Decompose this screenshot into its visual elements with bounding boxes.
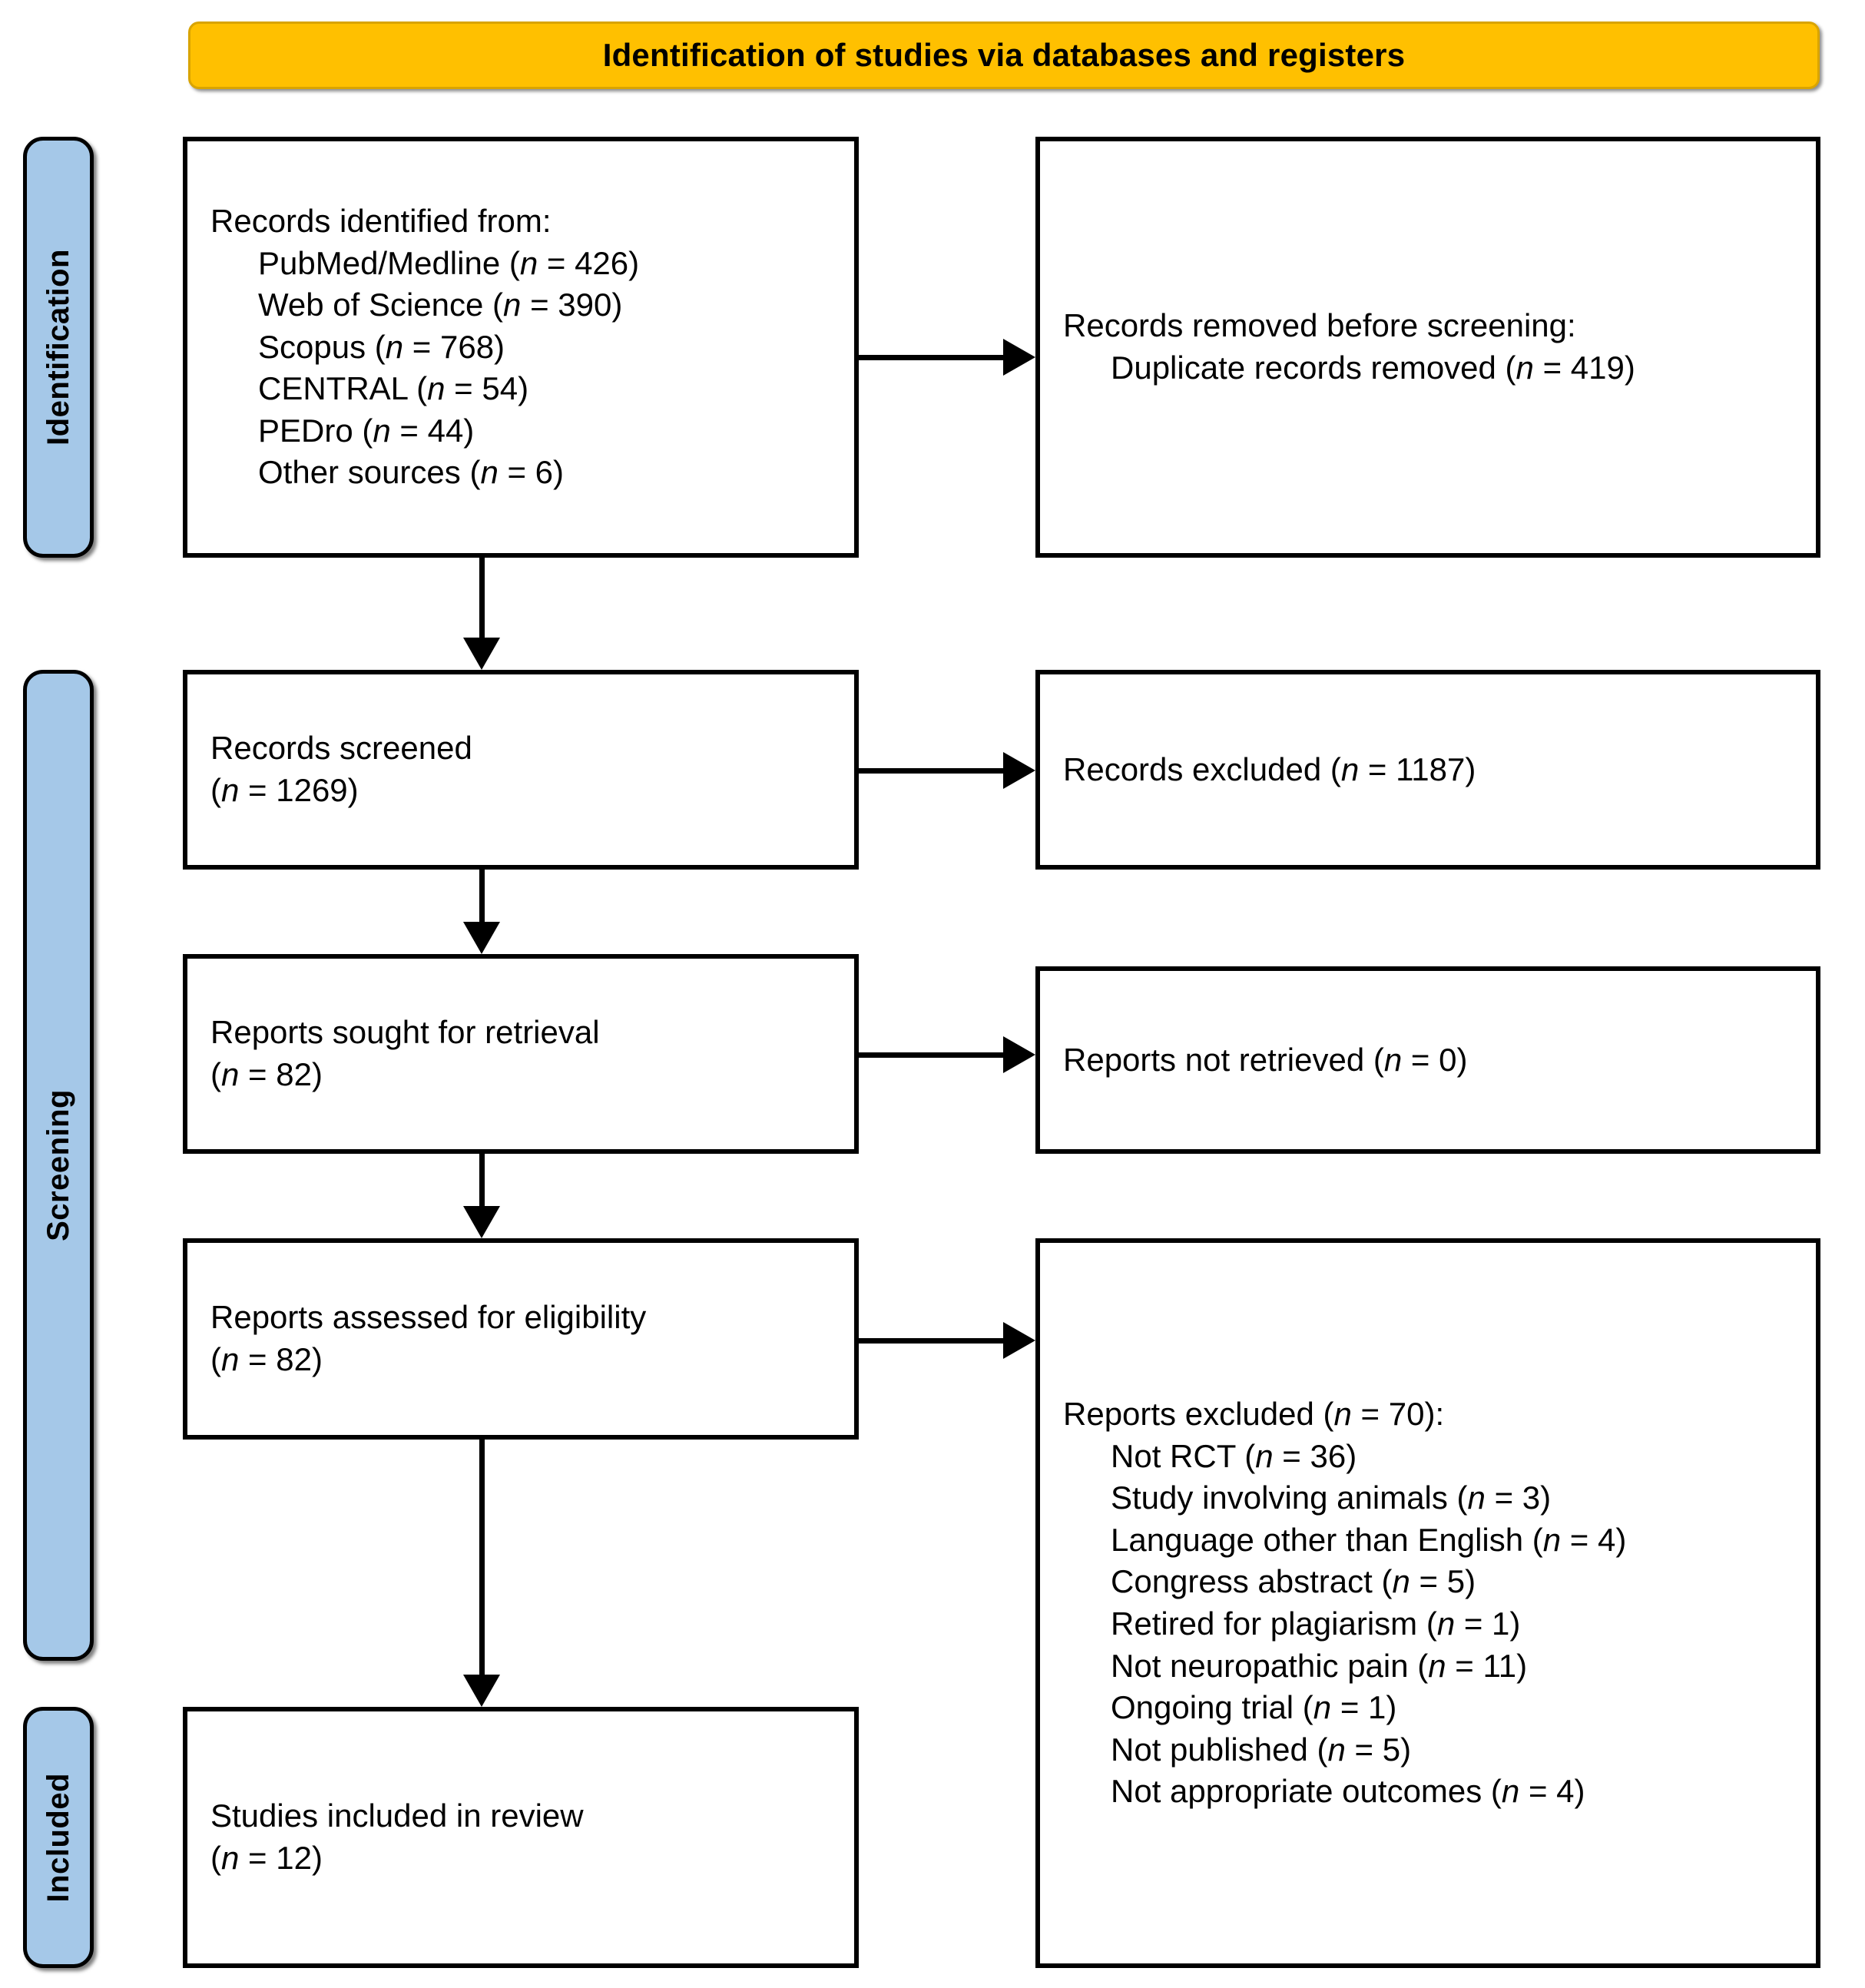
reports-sought-count: (n = 82) [210, 1056, 323, 1092]
box-records-excluded: Records excluded (n = 1187) [1035, 670, 1820, 870]
arrow-stem [859, 1338, 1003, 1344]
source-other: Other sources (n = 6) [258, 454, 565, 491]
records-identified-heading: Records identified from: [210, 202, 552, 239]
arrow-assessed-to-included [463, 1440, 500, 1707]
arrow-identified-to-removed [859, 339, 1035, 376]
arrow-stem [479, 558, 485, 638]
arrow-stem [479, 1440, 485, 1675]
reason-ongoing-trial: Ongoing trial (n = 1) [1111, 1689, 1397, 1726]
reports-excluded-heading: Reports excluded (n = 70): [1063, 1396, 1445, 1433]
box-reports-sought: Reports sought for retrieval (n = 82) [183, 954, 859, 1154]
arrow-head-down-icon [463, 922, 500, 954]
stage-tab-screening: Screening [23, 670, 94, 1661]
stage-label-screening: Screening [41, 1089, 75, 1241]
source-web-of-science: Web of Science (n = 390) [258, 287, 623, 323]
reason-not-neuropathic-pain: Not neuropathic pain (n = 11) [1111, 1647, 1528, 1684]
arrow-screened-to-excluded [859, 752, 1035, 789]
reports-assessed-count: (n = 82) [210, 1341, 323, 1377]
arrow-head-down-icon [463, 1675, 500, 1707]
reason-not-appropriate-outcomes: Not appropriate outcomes (n = 4) [1111, 1773, 1585, 1810]
records-screened-count: (n = 1269) [210, 772, 359, 808]
arrow-stem [859, 768, 1003, 774]
box-records-screened: Records screened (n = 1269) [183, 670, 859, 870]
arrow-head-right-icon [1003, 1036, 1035, 1073]
stage-tab-included: Included [23, 1707, 94, 1968]
studies-included-count: (n = 12) [210, 1840, 323, 1876]
stage-label-included: Included [41, 1772, 75, 1903]
reports-sought-label: Reports sought for retrieval [210, 1014, 600, 1051]
box-reports-excluded: Reports excluded (n = 70): Not RCT (n = … [1035, 1238, 1820, 1968]
arrow-screened-to-sought [463, 870, 500, 954]
reason-not-rct: Not RCT (n = 36) [1111, 1437, 1357, 1474]
reason-animals: Study involving animals (n = 3) [1111, 1479, 1552, 1516]
source-central: CENTRAL (n = 54) [258, 370, 529, 407]
arrow-identified-to-screened [463, 558, 500, 670]
reason-language: Language other than English (n = 4) [1111, 1521, 1627, 1558]
reports-not-retrieved-label: Reports not retrieved (n = 0) [1063, 1041, 1468, 1078]
box-studies-included: Studies included in review (n = 12) [183, 1707, 859, 1968]
arrow-stem [479, 1154, 485, 1206]
reason-congress-abstract: Congress abstract (n = 5) [1111, 1563, 1476, 1600]
arrow-stem [859, 355, 1003, 360]
duplicate-records-removed: Duplicate records removed (n = 419) [1111, 350, 1635, 386]
box-reports-assessed: Reports assessed for eligibility (n = 82… [183, 1238, 859, 1440]
box-records-identified: Records identified from: PubMed/Medline … [183, 137, 859, 558]
arrow-stem [859, 1052, 1003, 1058]
reason-plagiarism: Retired for plagiarism (n = 1) [1111, 1605, 1521, 1642]
arrow-head-down-icon [463, 1206, 500, 1238]
records-screened-label: Records screened [210, 730, 472, 767]
records-excluded-label: Records excluded (n = 1187) [1063, 750, 1476, 787]
source-pubmed: PubMed/Medline (n = 426) [258, 244, 640, 281]
source-pedro: PEDro (n = 44) [258, 412, 475, 449]
box-records-removed: Records removed before screening: Duplic… [1035, 137, 1820, 558]
reports-assessed-label: Reports assessed for eligibility [210, 1299, 647, 1336]
studies-included-label: Studies included in review [210, 1797, 584, 1834]
arrow-head-right-icon [1003, 752, 1035, 789]
arrow-sought-to-not-retrieved [859, 1036, 1035, 1073]
stage-label-identification: Identification [41, 249, 75, 446]
arrow-head-down-icon [463, 638, 500, 670]
arrow-sought-to-assessed [463, 1154, 500, 1238]
source-scopus: Scopus (n = 768) [258, 328, 505, 365]
records-removed-heading: Records removed before screening: [1063, 307, 1576, 344]
arrow-head-right-icon [1003, 339, 1035, 376]
arrow-assessed-to-reports-excluded [859, 1322, 1035, 1359]
arrow-head-right-icon [1003, 1322, 1035, 1359]
box-reports-not-retrieved: Reports not retrieved (n = 0) [1035, 966, 1820, 1154]
diagram-header-banner: Identification of studies via databases … [188, 22, 1820, 89]
reason-not-published: Not published (n = 5) [1111, 1731, 1412, 1768]
stage-tab-identification: Identification [23, 137, 94, 558]
arrow-stem [479, 870, 485, 922]
diagram-title: Identification of studies via databases … [602, 37, 1406, 73]
